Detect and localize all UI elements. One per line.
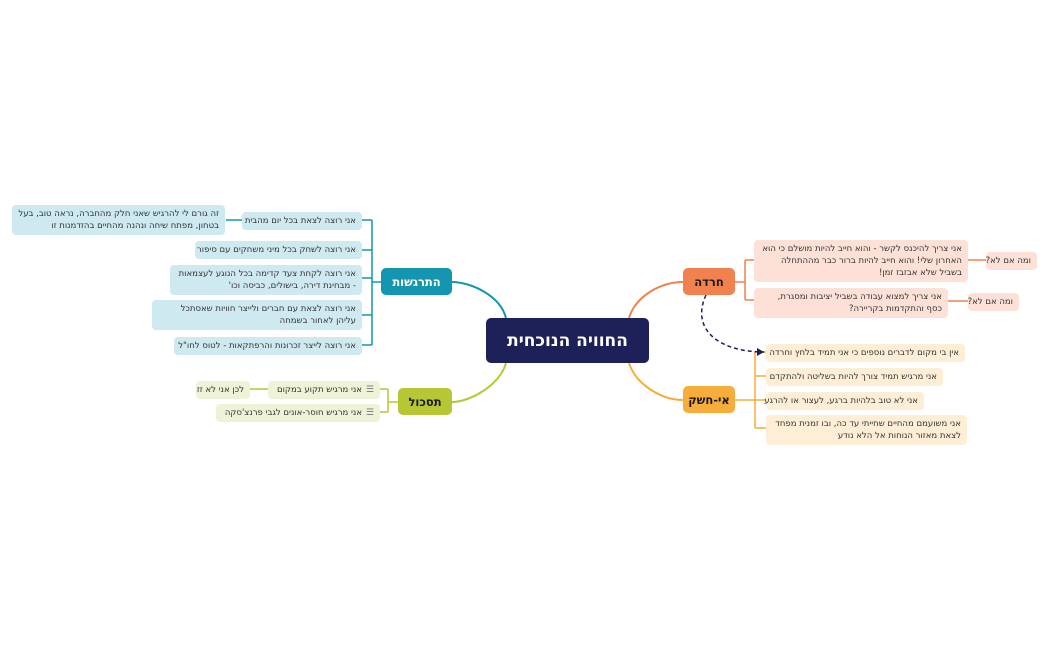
notes-icon: ☰: [365, 408, 374, 418]
excitement-item-5[interactable]: אני רוצה לייצר זכרונות והרפתקאות - לטוס …: [174, 337, 362, 355]
frustration-item-2-label: אני מרגיש חוסר-אונים לגבי פרנצ'סקה: [224, 408, 362, 418]
anxiety-sub-note-1[interactable]: ומה אם לא?: [986, 252, 1037, 270]
topic-anxiety[interactable]: חרדה: [683, 268, 735, 295]
topic-frustration[interactable]: תסכול: [398, 388, 452, 415]
excitement-item-4[interactable]: אני רוצה לצאת עם חברים ולייצר חוויות שאס…: [152, 300, 362, 330]
desire-item-1[interactable]: אין בי מקום לדברים נוספים כי אני תמיד בל…: [766, 344, 965, 362]
desire-item-2[interactable]: אני מרגיש תמיד צורך להיות בשליטה ולהתקדם: [766, 368, 943, 386]
anxiety-sub-note-2[interactable]: ומה אם לא?: [968, 293, 1019, 311]
excitement-sub-note[interactable]: זה גורם לי להרגיש שאני חלק מהחברה, נראה …: [12, 205, 225, 235]
frustration-item-1-label: אני מרגיש תקוע במקום: [276, 385, 362, 395]
frustration-item-1[interactable]: ☰אני מרגיש תקוע במקום: [268, 381, 380, 399]
anxiety-item-1[interactable]: אני צריך להיכנס לקשר - והוא חייב להיות מ…: [754, 240, 968, 282]
central-topic[interactable]: החוויה הנוכחית: [486, 318, 649, 363]
anxiety-item-2[interactable]: אני צריך למצוא עבודה בשביל יציבות ומסגרת…: [754, 288, 948, 318]
desire-item-4[interactable]: אני משועמם מהחיים שחייתי עד כה, ובו זמני…: [766, 415, 967, 445]
topic-lack-of-desire[interactable]: אי-חשק: [683, 386, 735, 413]
frustration-sub-note[interactable]: לכן אני לא זז: [196, 381, 250, 399]
topic-excitement[interactable]: התרגשות: [381, 268, 452, 295]
frustration-item-2[interactable]: ☰אני מרגיש חוסר-אונים לגבי פרנצ'סקה: [216, 404, 380, 422]
excitement-item-3[interactable]: אני רוצה לקחת צעד קדימה בכל הנוגע לעצמאו…: [170, 265, 362, 295]
excitement-item-2[interactable]: אני רוצה לשחק בכל מיני משחקים עם סיפור: [195, 241, 362, 259]
notes-icon: ☰: [365, 385, 374, 395]
excitement-item-1[interactable]: אני רוצה לצאת בכל יום מהבית: [242, 212, 362, 230]
desire-item-3[interactable]: אני לא טוב בלהיות ברגע, לעצור או להרגע: [764, 392, 924, 410]
